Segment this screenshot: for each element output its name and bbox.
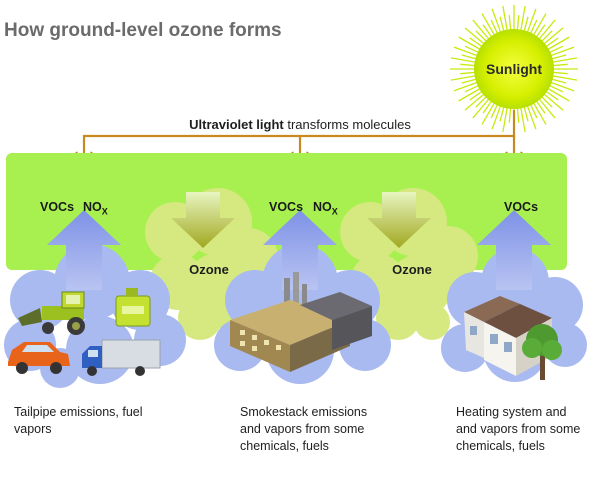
sun-ray (460, 71, 477, 75)
tree-icon (522, 324, 562, 380)
sun-ray (490, 103, 499, 119)
sun-ray (453, 46, 479, 57)
sun-ray (551, 74, 578, 81)
sun-ray (529, 103, 538, 119)
uv-label: Ultraviolet light transforms molecules (189, 117, 411, 132)
sun-ray (546, 87, 570, 102)
sun-ray (526, 8, 537, 34)
ozone-arrow-left (171, 192, 235, 248)
sunlight-label: Sunlight (486, 61, 542, 77)
sun-ray (469, 37, 484, 48)
sun-ray (502, 5, 509, 32)
sun-ray (458, 36, 482, 51)
sun-ray (491, 104, 502, 130)
sun-ray (499, 16, 505, 33)
vocs-label-middle: VOCs (269, 200, 304, 214)
sun-ray (502, 106, 509, 133)
sun-ray (550, 78, 567, 84)
sun-ray (548, 84, 564, 93)
sun-ray (516, 15, 520, 32)
caption-house: Heating system and and vapors from some … (456, 405, 581, 453)
truck-icon (82, 339, 161, 376)
sun-ray (546, 36, 570, 51)
sun-ray (523, 16, 529, 33)
nox-label-middle: NOX (313, 200, 338, 217)
car-icon (8, 342, 70, 374)
sun-ray (508, 106, 512, 123)
sun-ray (481, 13, 496, 37)
sun-icon (450, 5, 578, 133)
vocs-label-right: VOCs (504, 200, 539, 214)
caption-factory: Smokestack emissions and vapors from som… (240, 405, 368, 453)
vocs-label-left: VOCs (40, 200, 75, 214)
sun-ray (461, 54, 478, 60)
ozone-arrow-right (367, 192, 431, 248)
sun-ray (491, 8, 502, 34)
sun-ray (481, 101, 496, 125)
sun-ray (472, 97, 491, 119)
sun-ray (551, 57, 578, 64)
sun-ray (529, 19, 538, 35)
sun-ray (519, 106, 526, 133)
sun-ray (549, 46, 575, 57)
sun-ray (537, 19, 556, 41)
sun-ray (450, 57, 477, 64)
sun-ray (453, 81, 479, 92)
sun-ray (516, 106, 520, 123)
sun-ray (542, 92, 564, 111)
tractor-icon (18, 291, 85, 335)
sun-ray (548, 45, 564, 54)
sun-ray (535, 24, 546, 39)
sun-ray (532, 13, 547, 37)
factory-icon (230, 272, 372, 372)
sun-ray (482, 99, 493, 114)
sun-ray (542, 27, 564, 46)
sun-ray (450, 74, 477, 81)
sun-ray (535, 99, 546, 114)
sun-ray (475, 95, 488, 108)
ozone-label-right: Ozone (392, 262, 432, 277)
sun-ray (532, 101, 547, 125)
sun-ray (544, 90, 559, 101)
sun-ray (464, 27, 486, 46)
sun-ray (549, 81, 575, 92)
nox-label-left: NOX (83, 200, 108, 217)
emission-arrow-right (477, 210, 551, 290)
sun-ray (540, 30, 553, 43)
sun-ray (472, 19, 491, 41)
sun-ray (551, 63, 568, 67)
sun-ray (461, 78, 478, 84)
diagram-title: How ground-level ozone forms (4, 20, 282, 41)
sun-ray (540, 95, 553, 108)
fuel-can-icon (115, 288, 151, 327)
ozone-label-left: Ozone (189, 262, 229, 277)
sun-ray (475, 30, 488, 43)
sun-ray (469, 90, 484, 101)
sun-ray (460, 63, 477, 67)
sun-ray (551, 71, 568, 75)
sun-ray (508, 15, 512, 32)
sun-ray (490, 19, 499, 35)
sun-ray (523, 105, 529, 122)
emission-arrow-middle (263, 210, 337, 290)
sun-ray (550, 54, 567, 60)
emission-arrow-left (47, 210, 121, 290)
sun-ray (464, 45, 480, 54)
sun-ray (499, 105, 505, 122)
sun-ray (464, 92, 486, 111)
sun-ray (464, 84, 480, 93)
house-icon (464, 296, 552, 376)
sun-ray (519, 5, 526, 32)
sun-ray (537, 97, 556, 119)
sun-ray (544, 37, 559, 48)
sun-ray (458, 87, 482, 102)
sun-ray (482, 24, 493, 39)
sun-ray (526, 104, 537, 130)
caption-vehicles: Tailpipe emissions, fuel vapors (14, 405, 143, 436)
